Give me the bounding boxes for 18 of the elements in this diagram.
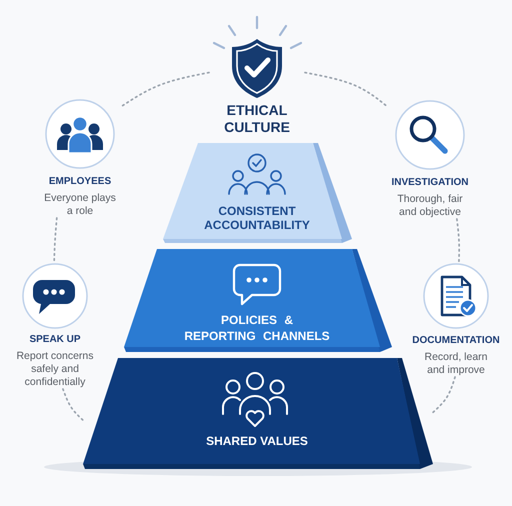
main-heading: ETHICAL CULTURE	[223, 102, 291, 136]
category-title: EMPLOYEES	[48, 176, 112, 188]
dotted-connector	[456, 218, 460, 264]
tier-label: CONSISTENT ACCOUNTABILITY	[203, 204, 311, 232]
tier-label: SHARED VALUES	[205, 434, 309, 448]
description-text: Record, learn and improve	[423, 351, 489, 377]
category-title: SPEAK UP	[29, 334, 81, 346]
dotted-connector	[62, 388, 84, 422]
description-text: Everyone plays a role	[43, 192, 117, 218]
tier-label: POLICIES & REPORTING CHANNELS	[183, 312, 331, 344]
dotted-connector	[53, 217, 58, 264]
dotted-connector	[119, 72, 210, 108]
category-title: INVESTIGATION	[391, 177, 469, 189]
category-title: DOCUMENTATION	[412, 335, 500, 347]
description-text: Thorough, fair and objective	[396, 193, 464, 219]
description-text: Report concerns safely and confidentially	[15, 350, 95, 389]
dotted-connector	[304, 72, 389, 108]
dotted-connector	[432, 376, 456, 414]
